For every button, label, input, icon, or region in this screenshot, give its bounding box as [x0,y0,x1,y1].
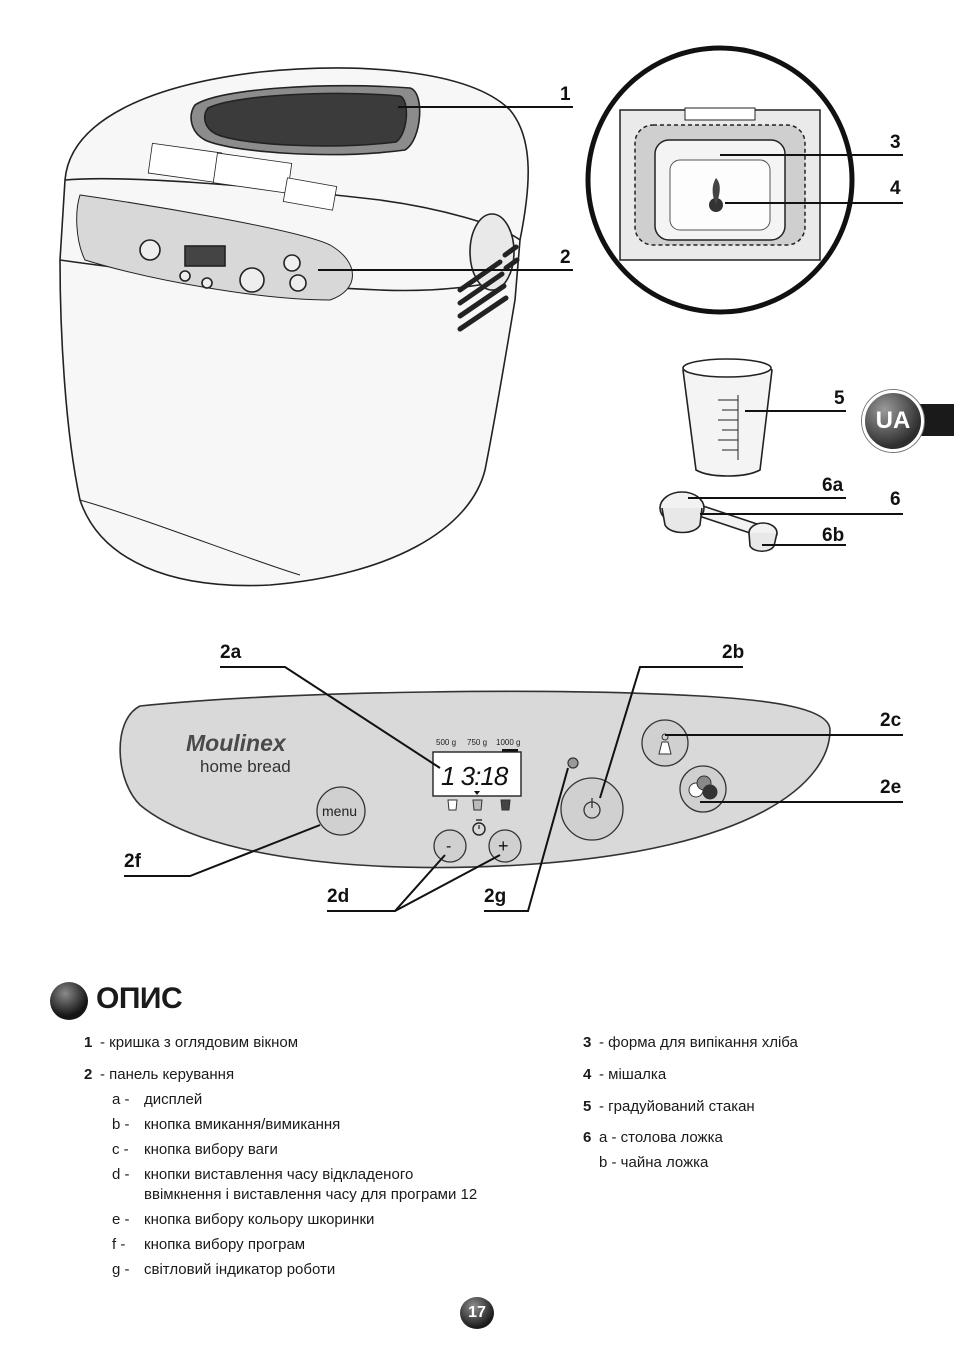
callout-6: 6 [890,489,901,510]
model-name: home bread [200,757,291,776]
language-badge: UA [862,390,924,452]
control-panel-diagram: Moulinex home bread 500 g 750 g 1000 g 1… [0,630,954,930]
interior-inset-drawing [588,48,852,312]
weight-label-500: 500 g [436,738,456,747]
menu-label: menu [322,803,357,819]
callout-2e: 2e [880,777,901,798]
callout-4: 4 [890,178,901,199]
callout-6b: 6b [822,525,844,546]
list-item: 2- панель керування [84,1065,234,1085]
callout-2f: 2f [124,851,142,872]
measuring-cup-drawing [683,359,772,476]
callout-2: 2 [560,247,571,268]
callout-6a: 6a [822,475,844,496]
callout-2d: 2d [327,886,349,907]
list-item: b - чайна ложка [583,1153,708,1173]
section-title: ОПИС [96,982,182,1016]
list-item: 1- кришка з оглядовим вікном [84,1033,298,1053]
status-indicator-light [568,758,578,768]
list-item: 5- градуйований стакан [583,1097,755,1117]
weight-label-750: 750 g [467,738,487,747]
brand-logo: Moulinex [186,730,287,756]
plus-label: + [498,836,509,856]
minus-label: - [446,838,451,855]
parts-list-right: 3- форма для випікання хліба 4- мішалка … [583,1033,903,1183]
parts-list-left: 1- кришка з оглядовим вікном 2- панель к… [84,1033,524,1293]
minus-button[interactable]: - [434,830,466,862]
appliance-illustration: 1 2 3 4 5 6a 6 6b [0,0,954,620]
power-button[interactable] [561,778,623,840]
callout-2c: 2c [880,710,902,731]
callout-2a: 2a [220,642,242,663]
section-bullet-icon [50,982,88,1020]
list-item: 4- мішалка [583,1065,666,1085]
weight-label-1000: 1000 g [496,738,520,747]
callout-2g: 2g [484,886,506,907]
list-item: 3- форма для випікання хліба [583,1033,798,1053]
callout-1: 1 [560,84,571,105]
weight-button[interactable] [642,720,688,766]
callout-5: 5 [834,388,845,409]
measuring-spoon-drawing [660,492,777,551]
crust-button[interactable] [680,766,726,812]
bread-maker-drawing [60,68,528,585]
page-number: 17 [460,1297,494,1329]
callout-2b: 2b [722,642,744,663]
display-value: 1 3:18 [441,761,509,791]
menu-button[interactable]: menu [317,787,365,835]
callout-3: 3 [890,132,901,153]
